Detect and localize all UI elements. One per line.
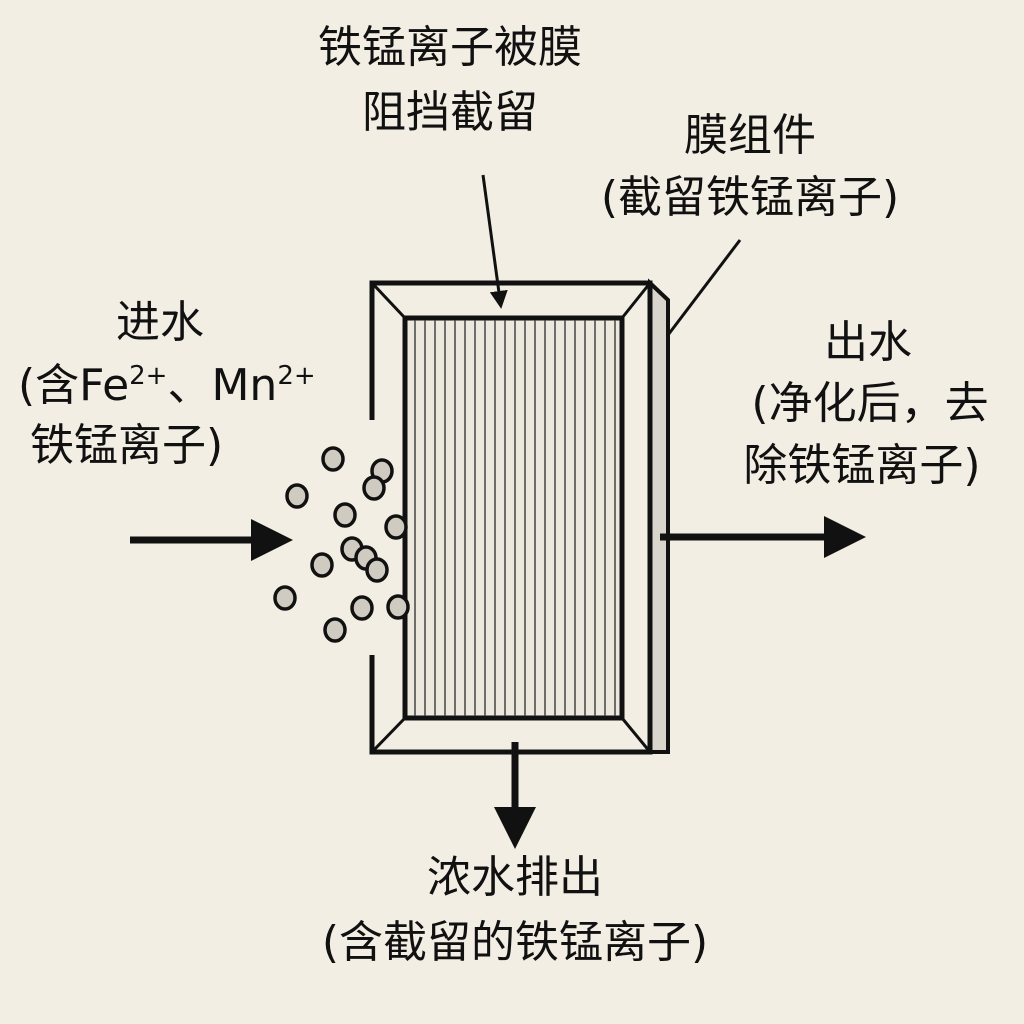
outlet-label-line3: 除铁锰离子) <box>743 440 980 491</box>
module-label-line1: 膜组件 <box>684 110 816 161</box>
blocked-label-line2: 阻挡截留 <box>362 87 538 138</box>
membrane-module <box>369 278 670 755</box>
blocked-label-line1: 铁锰离子被膜 <box>318 22 582 73</box>
ion-particle <box>384 514 408 540</box>
concentrate-label-title: 浓水排出 <box>427 852 603 903</box>
ion-particle <box>323 617 347 643</box>
module-label-line2: (截留铁锰离子) <box>601 172 899 223</box>
module-frame <box>369 280 653 755</box>
outlet-label-title: 出水 <box>824 317 912 368</box>
ion-particle <box>333 502 357 528</box>
inlet-label-title: 进水 <box>116 297 204 348</box>
ion-particle <box>310 552 334 578</box>
ion-particle <box>321 446 345 472</box>
ion-particle <box>365 557 389 583</box>
module-side-face <box>648 278 670 754</box>
ion-particle <box>273 585 297 611</box>
concentrate-label-line2: (含截留的铁锰离子) <box>322 917 708 968</box>
blocked-pointer <box>481 174 508 309</box>
ion-particle <box>285 483 309 509</box>
inlet-label-line3: 铁锰离子) <box>30 420 223 471</box>
module-pointer <box>666 239 742 336</box>
outlet-label-line2: (净化后，去 <box>751 378 988 429</box>
inlet-label-line2: (含Fe2+、Mn2+ <box>18 360 316 411</box>
membrane-fibers <box>414 320 616 716</box>
ion-particle <box>350 595 374 621</box>
iron-manganese-ions <box>273 446 410 643</box>
ion-particle <box>386 594 410 620</box>
ion-particle <box>362 475 386 501</box>
membrane-surface <box>402 315 625 721</box>
